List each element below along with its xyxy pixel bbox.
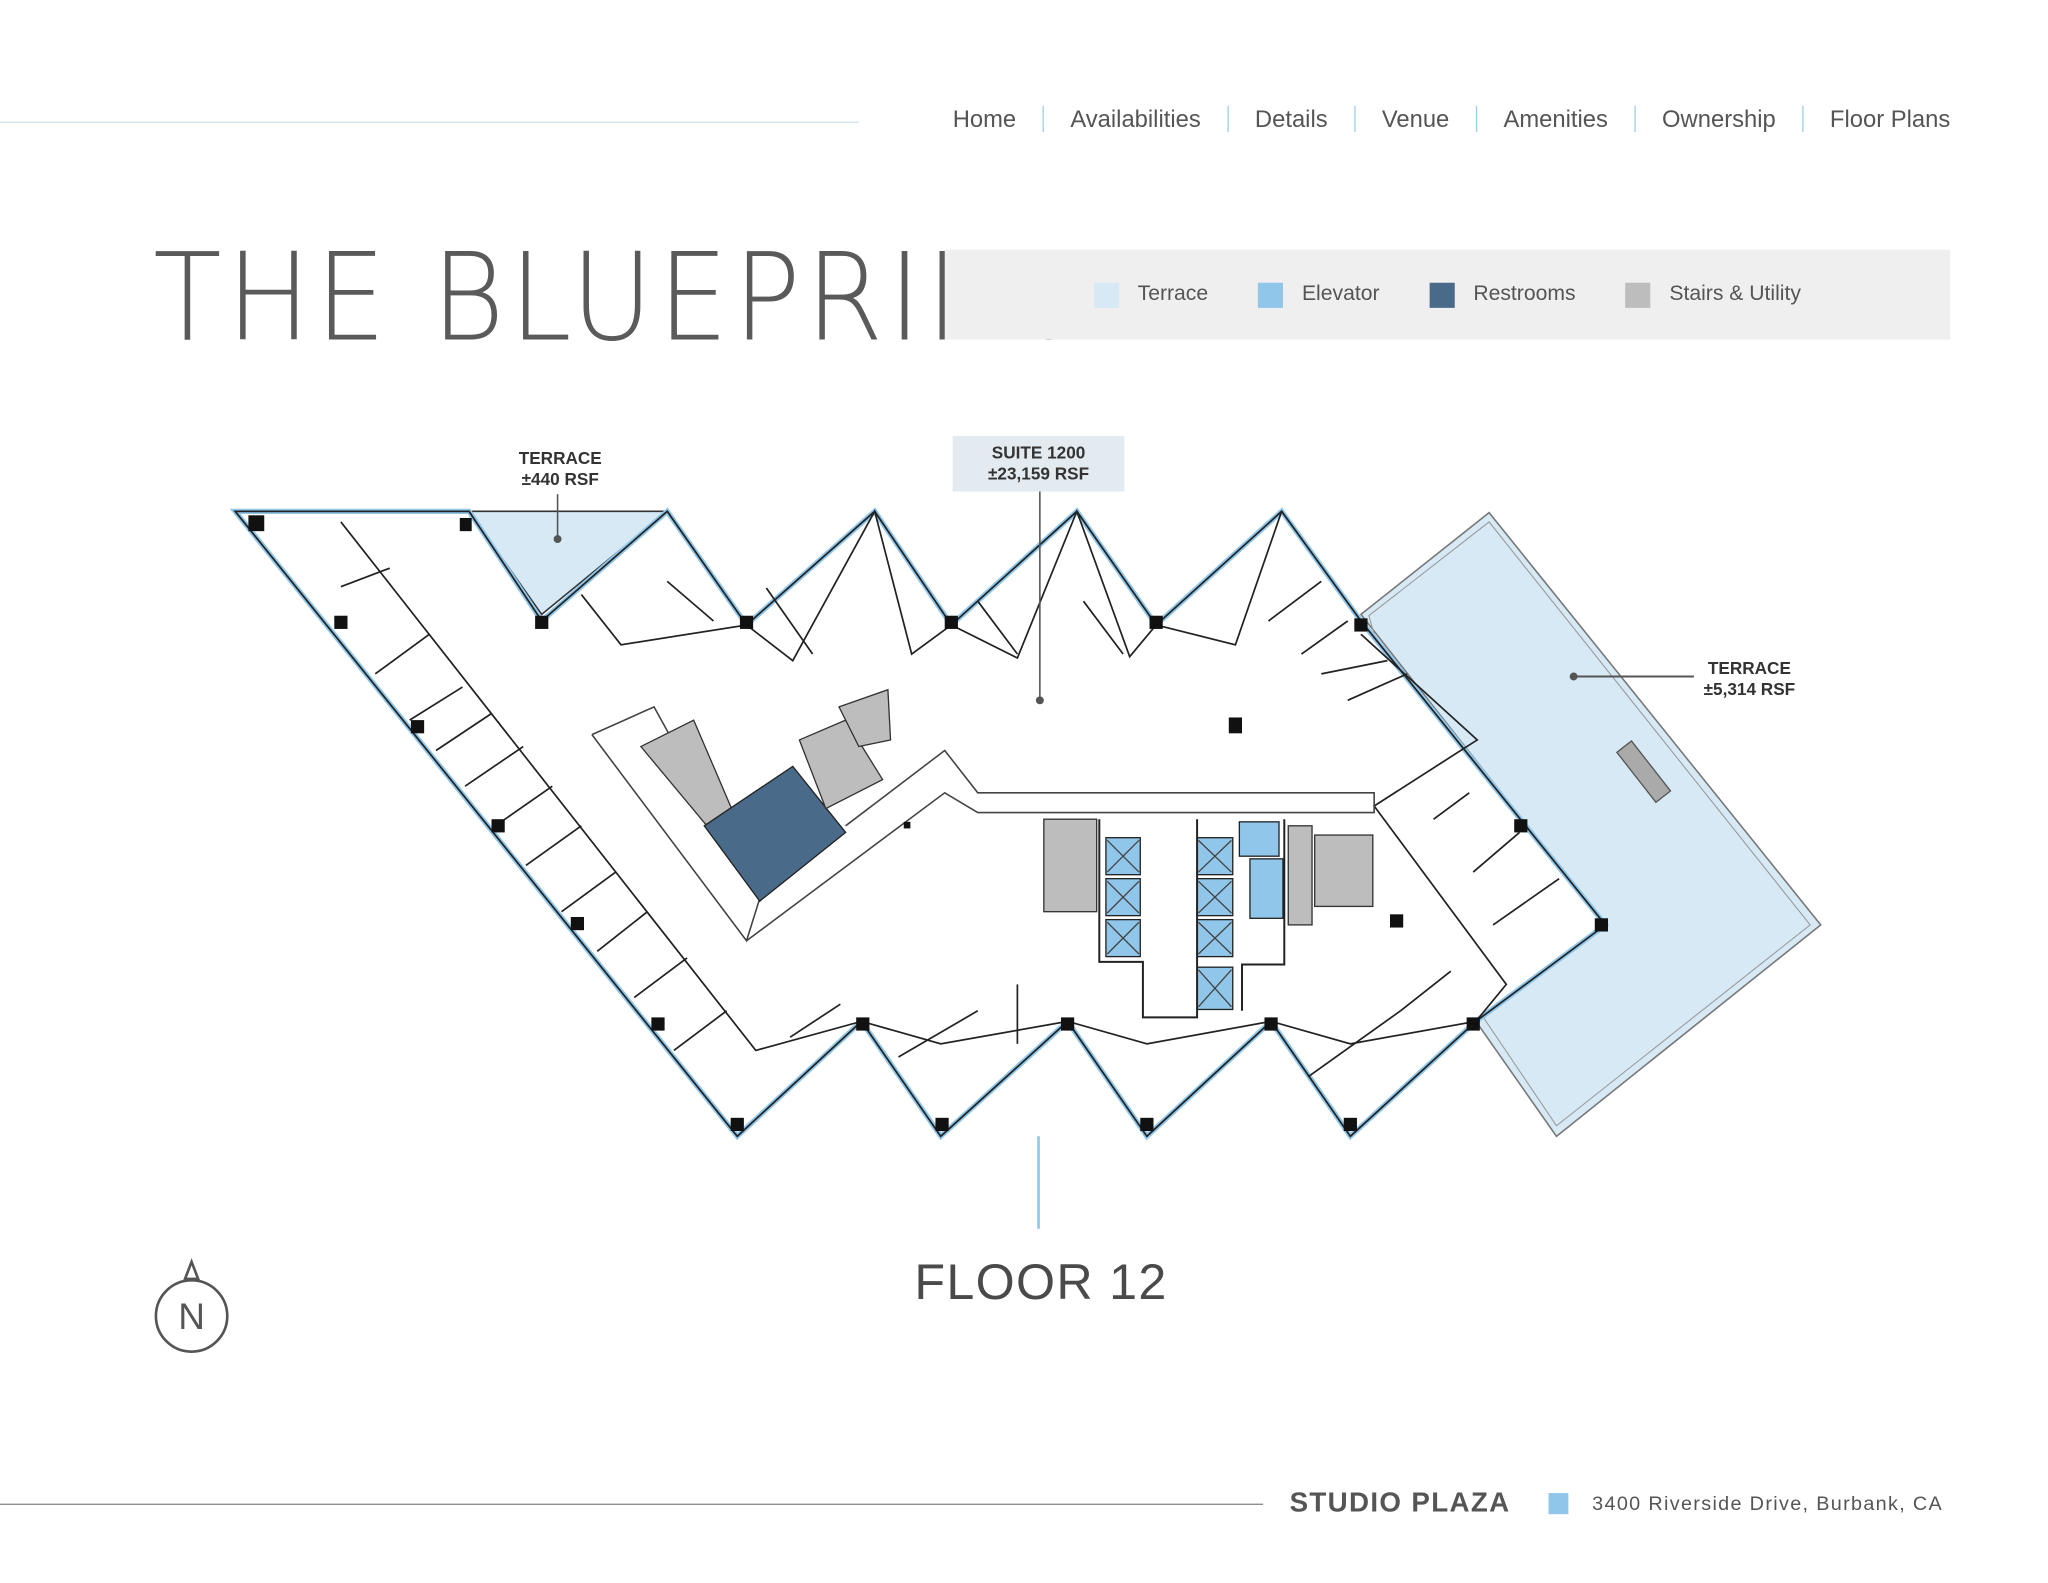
terrace-small-label: TERRACE ±440 RSF [494,448,626,490]
restrooms [703,765,847,903]
utility-west-2 [838,688,892,748]
terrace-small-area-text: ±440 RSF [521,469,599,489]
legend-elevator: Elevator [1258,282,1380,308]
legend-terrace: Terrace [1094,282,1209,308]
floor-title: FLOOR 12 [914,1255,1168,1311]
legend-label: Stairs & Utility [1669,282,1801,306]
suite-area: ±23,159 RSF [987,463,1090,484]
footer-divider [0,1503,1264,1505]
restrooms-swatch [1429,282,1455,308]
terrace-small-name: TERRACE [518,447,602,468]
elevator-8 [1249,858,1284,919]
utility-west [798,719,884,810]
terrace-vent [1615,740,1672,804]
footer-address: 3400 Riverside Drive, Burbank, CA [1592,1493,1944,1516]
utility-east-2 [1287,825,1313,926]
compass-letter: N [178,1296,205,1337]
nav-amenities[interactable]: Amenities [1475,105,1635,133]
nav-floor-plans[interactable]: Floor Plans [1802,105,1950,133]
legend-restrooms: Restrooms [1429,282,1576,308]
page-title: THE BLUEPRINT [153,227,1088,369]
elevator-lobby [1238,821,1280,857]
legend-label: Elevator [1301,282,1380,306]
stairs-east [1043,818,1098,913]
legend-stairs: Stairs & Utility [1625,282,1801,308]
terrace-swatch [1094,282,1120,308]
stairs-swatch [1625,282,1651,308]
terrace-large-name: TERRACE [1707,658,1791,678]
north-compass-icon: N [154,1258,229,1354]
nav-ownership[interactable]: Ownership [1634,105,1802,133]
nav-home[interactable]: Home [952,105,1017,133]
utility-east [1314,834,1374,908]
nav-details[interactable]: Details [1227,105,1354,133]
terrace-large-label: TERRACE ±5,314 RSF [1683,658,1815,700]
legend-label: Restrooms [1473,282,1576,306]
footer-accent-square [1548,1493,1569,1515]
header-divider [0,121,859,123]
elevator-swatch [1258,282,1284,308]
nav-availabilities[interactable]: Availabilities [1042,105,1228,133]
terrace-large-area-text: ±5,314 RSF [1703,679,1796,699]
footer-brand: STUDIO PLAZA [1289,1487,1511,1519]
suite-label[interactable]: SUITE 1200 ±23,159 RSF [952,436,1125,492]
legend-label: Terrace [1137,282,1209,306]
suite-name: SUITE 1200 [991,442,1086,463]
legend: Terrace Elevator Restrooms Stairs & Util… [944,249,1951,340]
nav-venue[interactable]: Venue [1354,105,1476,133]
main-nav: Home Availabilities Details Venue Amenit… [926,105,1950,133]
